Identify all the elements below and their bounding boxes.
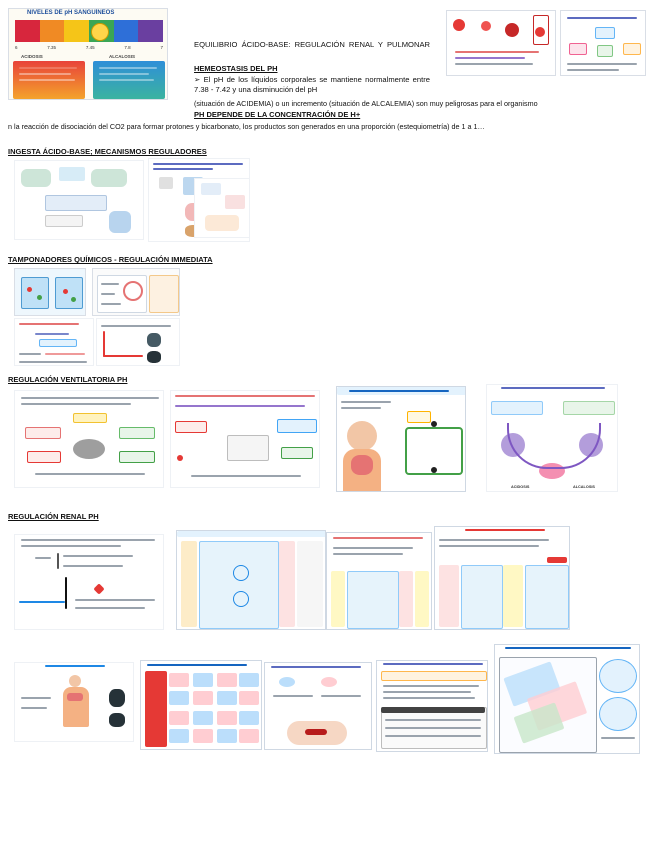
homeostasis-heading: HEMEOSTASIS DEL PH <box>194 64 278 73</box>
tick-label: 6 <box>15 45 18 50</box>
alcalosis-label: ALCALOSIS <box>109 54 136 59</box>
body-compensation-figure <box>14 662 134 742</box>
molecule-figure <box>446 10 556 76</box>
acid-base-cycle-figure: ACIDOSIS ALCALOSIS <box>486 384 618 492</box>
tick-label: 7.35 <box>47 45 57 50</box>
co2-reaction-figure <box>560 10 646 76</box>
ventilation-diagram-1 <box>14 390 164 488</box>
ph-color-strip <box>15 20 164 42</box>
tick-label: 7.45 <box>85 45 95 50</box>
ingesta-figure-3 <box>194 178 250 238</box>
emoji-face-icon <box>91 23 109 41</box>
arterial-sample-figure <box>264 662 372 750</box>
ph-ticks: 6 7.35 7.45 7.8 7 <box>15 45 163 50</box>
acidemia-text: (situación de ACIDEMIA) o un incremento … <box>194 99 538 108</box>
nomogram-figure <box>494 644 640 754</box>
section-heading-ingesta: INGESTA ÁCIDO-BASE; MECANISMOS REGULADOR… <box>8 147 207 156</box>
section-heading-tampones: TAMPONADORES QUÍMICOS - REGULACIÓN IMMED… <box>8 255 213 264</box>
ph-scale-title: NIVELES DE pH SANGUÍNEOS <box>27 10 115 16</box>
tick-label: 7 <box>160 45 163 50</box>
document-title: EQUILIBRIO ÁCIDO-BASE: REGULACIÓN RENAL … <box>194 40 430 49</box>
renal-graph-figure <box>14 534 164 630</box>
alcalosis-label: ALCALOSIS <box>573 485 595 489</box>
respiratory-control-figure <box>336 386 466 492</box>
ventilation-diagram-2 <box>170 390 320 488</box>
nephron-proximal-figure <box>176 530 326 630</box>
buffer-systems-figure <box>92 268 180 316</box>
concentration-heading: PH DEPENDE DE LA CONCENTRACIÓN DE H+ <box>194 110 361 119</box>
tick-label: 7.8 <box>124 45 131 50</box>
buffer-equation-figure <box>14 318 94 366</box>
acidosis-label: ACIDOSIS <box>21 54 43 59</box>
co2-dissociation-text: n la reacción de disociación del CO2 par… <box>8 122 485 131</box>
section-heading-ventilatoria: REGULACIÓN VENTILATORIA PH <box>8 375 128 384</box>
compensation-table-figure <box>140 660 262 750</box>
ph-scale-figure: NIVELES DE pH SANGUÍNEOS 6 7.35 7.45 7.8… <box>8 8 168 100</box>
section-heading-renal: REGULACIÓN RENAL PH <box>8 512 99 521</box>
ph-range-text: ➢ El pH de los líquidos corporales se ma… <box>194 75 430 94</box>
acidosis-label: ACIDOSIS <box>511 485 530 489</box>
diagnosis-steps-figure <box>376 660 488 752</box>
lungs-kidney-figure <box>96 318 180 366</box>
buffer-beakers-figure <box>14 268 86 316</box>
intercalated-cells-figure <box>434 526 570 630</box>
acidosis-box <box>13 61 85 99</box>
alcalosis-box <box>93 61 165 99</box>
ingesta-figure-1 <box>14 160 144 240</box>
nephron-distal-figure <box>326 532 432 630</box>
